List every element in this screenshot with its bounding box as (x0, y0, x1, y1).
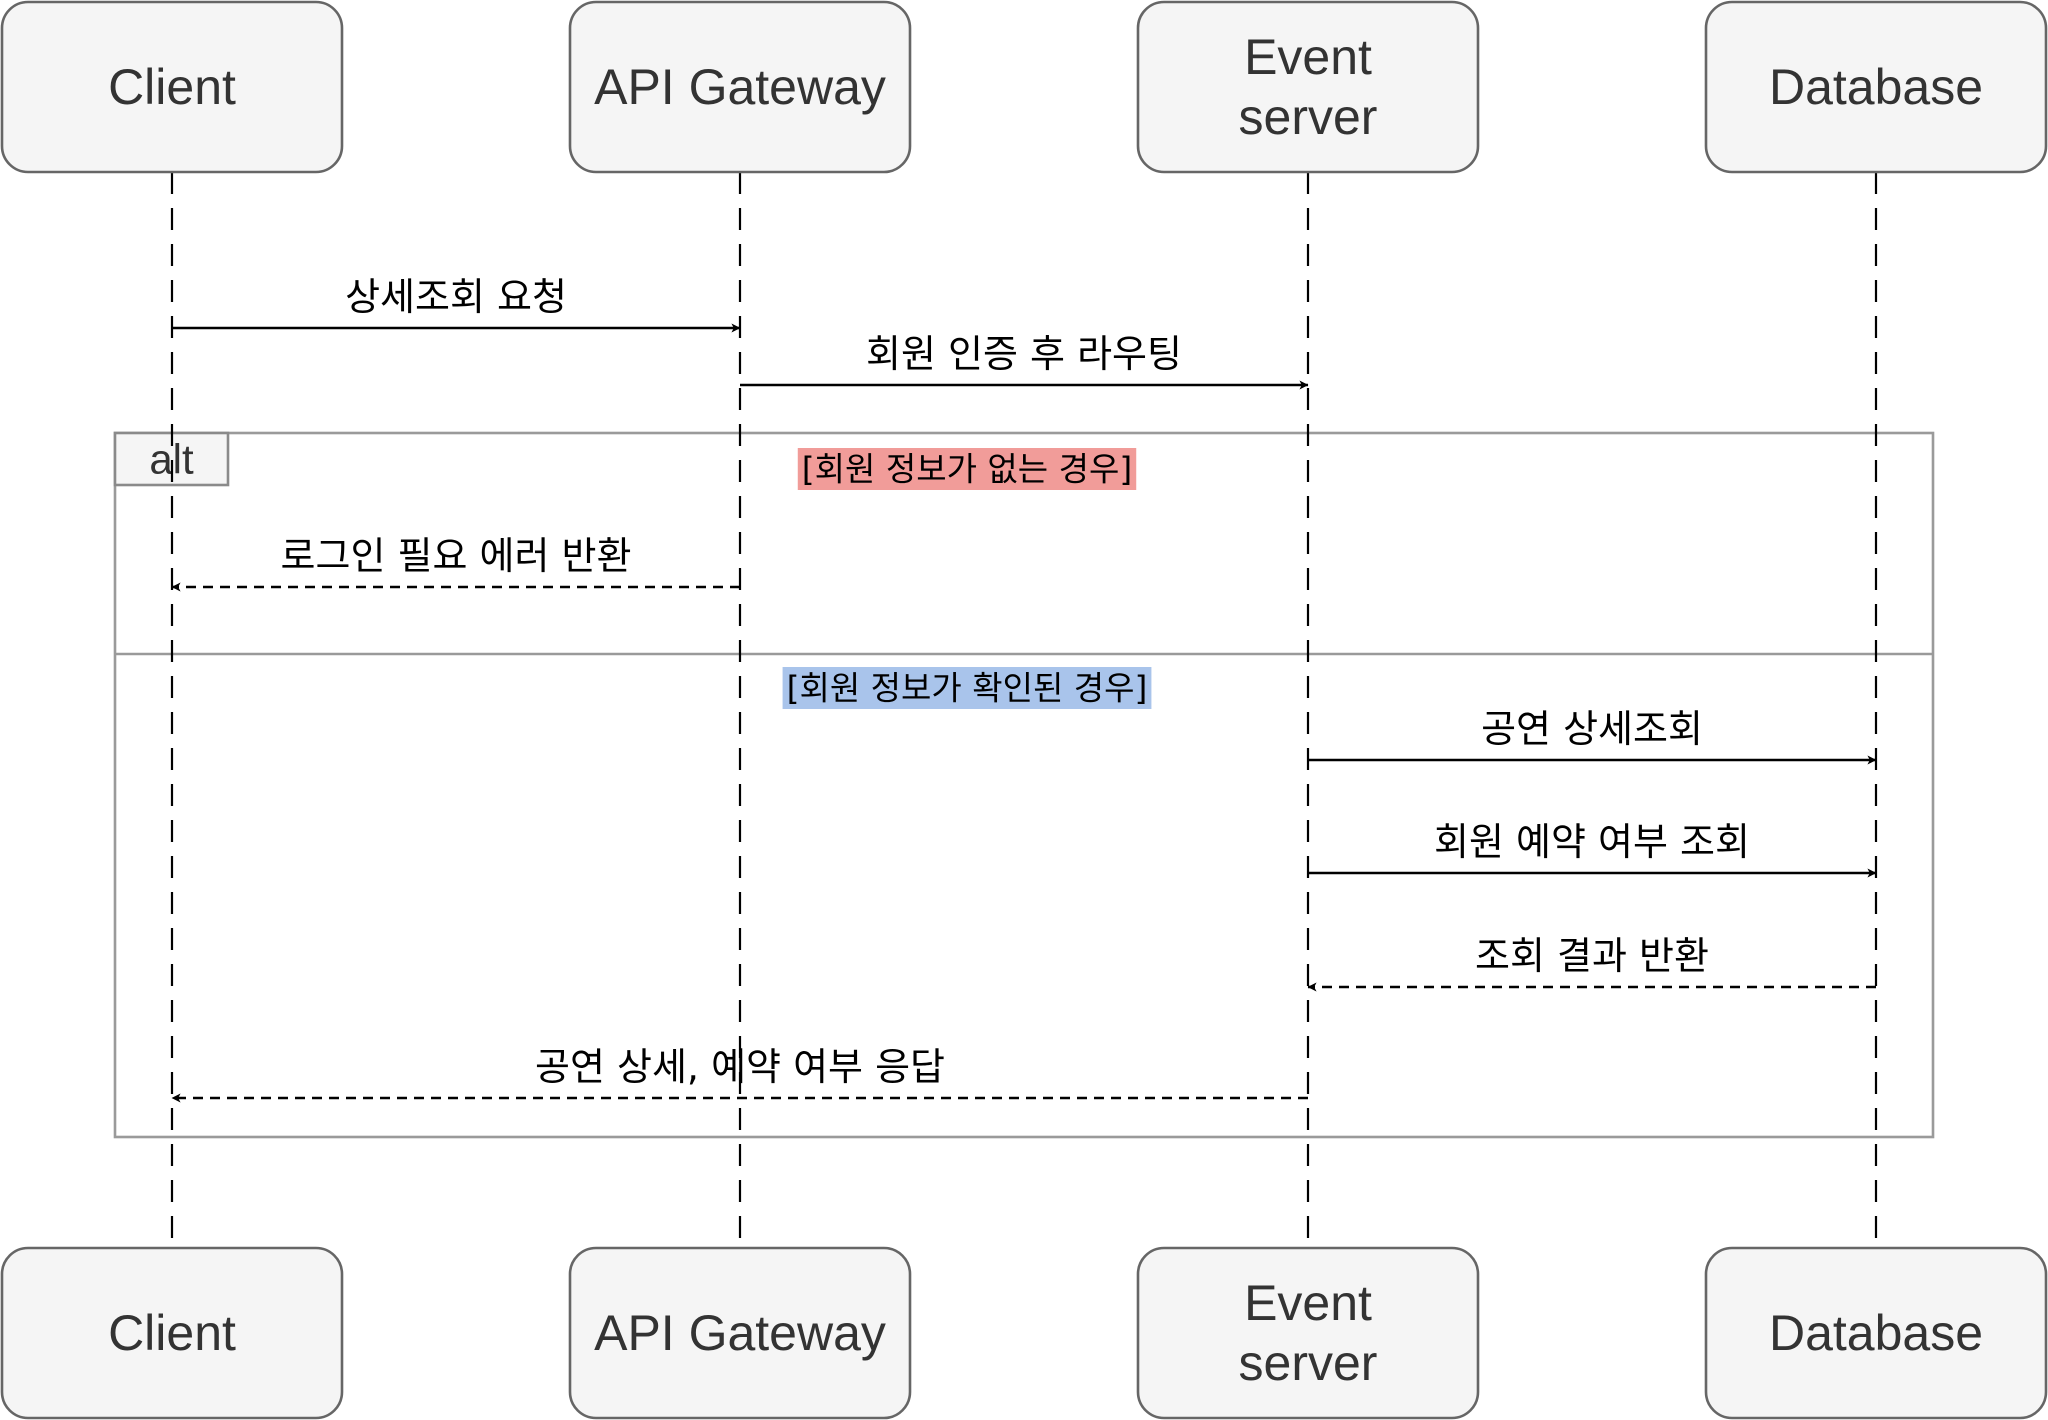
participant-label: Client (108, 1305, 236, 1361)
alt-guard-label: [회원 정보가 확인된 경우] (787, 669, 1148, 708)
participant-label: Database (1769, 59, 1983, 115)
message-5: 회원 예약 여부 조회 (1308, 820, 1877, 878)
message-label: 회원 예약 여부 조회 (1434, 820, 1750, 864)
participant-box (568, 1246, 912, 1420)
participant-label: Event (1244, 29, 1372, 85)
participant-label: server (1239, 1335, 1378, 1391)
participant-gateway-top: API Gateway (568, 0, 912, 174)
participant-db-top: Database (1704, 0, 2048, 174)
message-2: 회원 인증 후 라우팅 (740, 332, 1309, 390)
message-label: 조회 결과 반환 (1475, 934, 1709, 978)
message-label: 공연 상세, 예약 여부 응답 (535, 1045, 945, 1089)
participant-label: Database (1769, 1305, 1983, 1361)
alt-guard-highlight (797, 448, 1137, 490)
participant-box (1136, 1246, 1480, 1420)
message-label: 로그인 필요 에러 반환 (281, 534, 632, 578)
participant-label: Client (108, 59, 236, 115)
participant-box (0, 1246, 344, 1420)
participant-db-bottom: Database (1704, 1246, 2048, 1420)
participant-client-bottom: Client (0, 1246, 344, 1420)
participant-box (1704, 0, 2048, 174)
message-label: 상세조회 요청 (345, 275, 567, 319)
message-label: 공연 상세조회 (1481, 707, 1703, 751)
alt-guard-1: [회원 정보가 없는 경우] (797, 448, 1137, 490)
message-3: 로그인 필요 에러 반환 (171, 534, 740, 592)
participant-label: API Gateway (594, 59, 886, 115)
participant-box (1136, 0, 1480, 174)
message-4: 공연 상세조회 (1308, 707, 1877, 765)
alt-guard-highlight (782, 667, 1152, 709)
message-label: 회원 인증 후 라우팅 (866, 332, 1182, 376)
participant-label: API Gateway (594, 1305, 886, 1361)
alt-guard-2: [회원 정보가 확인된 경우] (782, 667, 1152, 709)
participant-client-top: Client (0, 0, 344, 174)
participant-box (0, 0, 344, 174)
participant-box (1704, 1246, 2048, 1420)
message-6: 조회 결과 반환 (1307, 934, 1876, 992)
participant-box (568, 0, 912, 174)
alt-guard-label: [회원 정보가 없는 경우] (802, 450, 1132, 489)
message-1: 상세조회 요청 (172, 275, 741, 333)
participant-gateway-bottom: API Gateway (568, 1246, 912, 1420)
participant-label: Event (1244, 1275, 1372, 1331)
alt-fragment-frame (113, 431, 1935, 1139)
message-7: 공연 상세, 예약 여부 응답 (171, 1045, 1308, 1103)
participant-label: server (1239, 89, 1378, 145)
alt-fragment-layer: alt[회원 정보가 없는 경우][회원 정보가 확인된 경우] (113, 431, 1935, 1139)
